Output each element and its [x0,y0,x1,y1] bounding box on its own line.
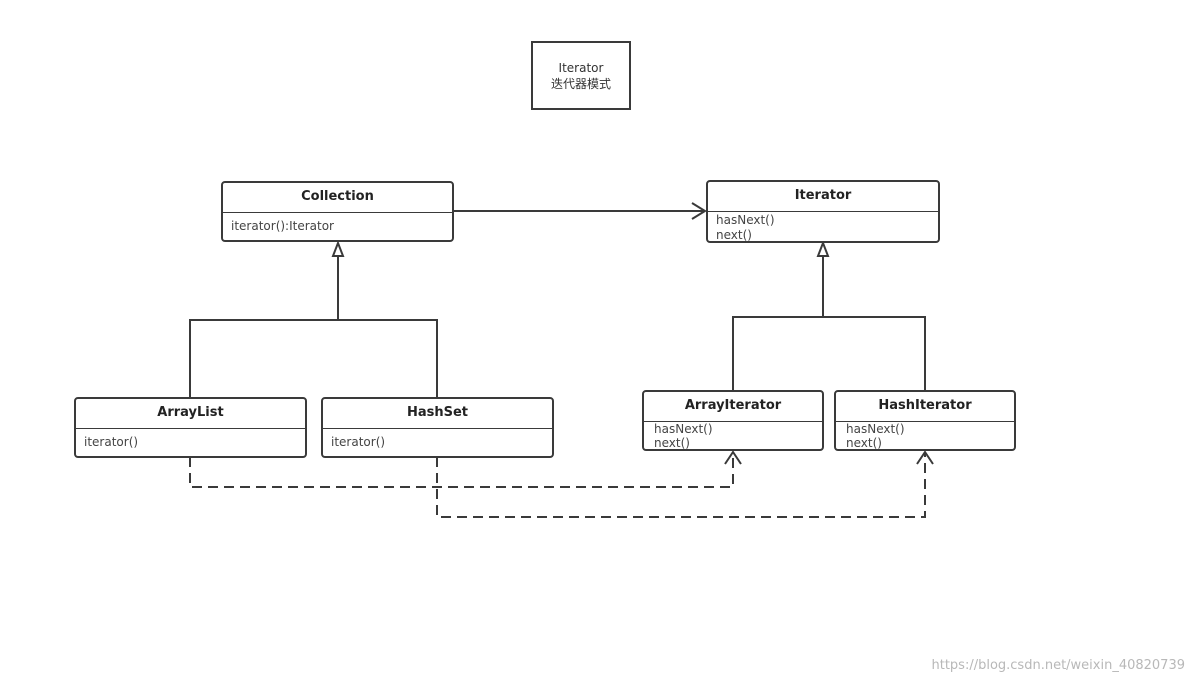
method: hasNext() [846,422,905,436]
generalization-line-hashset [338,319,438,397]
class-methods: iterator():Iterator [223,213,452,234]
method: next() [654,436,690,450]
class-arrayiterator[interactable]: ArrayIterator hasNext() next() [642,390,824,451]
class-methods: iterator() [323,429,552,450]
method: iterator() [84,435,139,449]
class-name: Collection [223,183,452,213]
method: next() [716,228,752,242]
dependency-line-hashset-hashiterator [436,452,926,518]
method: hasNext() [654,422,713,436]
note-title: Iterator [558,60,604,75]
generalization-line-arraylist [189,319,338,397]
method: hasNext() [716,213,775,227]
class-methods: iterator() [76,429,305,450]
method: iterator() [331,435,386,449]
watermark-url: https://blog.csdn.net/weixin_40820739 [931,658,1185,673]
pattern-title-note: Iterator 迭代器模式 [531,41,631,110]
generalization-triangle-collection [331,240,345,257]
generalization-line-arrayiterator [732,316,823,390]
class-iterator[interactable]: Iterator hasNext() next() [706,180,940,243]
class-name: HashIterator [836,392,1014,422]
generalization-line-hashiterator [823,316,926,390]
class-name: HashSet [323,399,552,429]
method: iterator():Iterator [231,219,334,233]
class-name: ArrayIterator [644,392,822,422]
class-collection[interactable]: Collection iterator():Iterator [221,181,454,242]
class-methods: hasNext() next() [836,422,1014,450]
note-subtitle: 迭代器模式 [550,76,611,91]
class-arraylist[interactable]: ArrayList iterator() [74,397,307,458]
class-name: Iterator [708,182,938,212]
generalization-triangle-iterator [816,240,830,257]
method: next() [846,436,882,450]
class-methods: hasNext() next() [708,212,938,242]
dependency-arrowhead-hashiterator [916,450,934,465]
class-hashset[interactable]: HashSet iterator() [321,397,554,458]
class-methods: hasNext() next() [644,422,822,450]
class-name: ArrayList [76,399,305,429]
dependency-arrowhead-arrayiterator [724,450,742,465]
class-hashiterator[interactable]: HashIterator hasNext() next() [834,390,1016,451]
association-arrowhead [691,202,707,220]
